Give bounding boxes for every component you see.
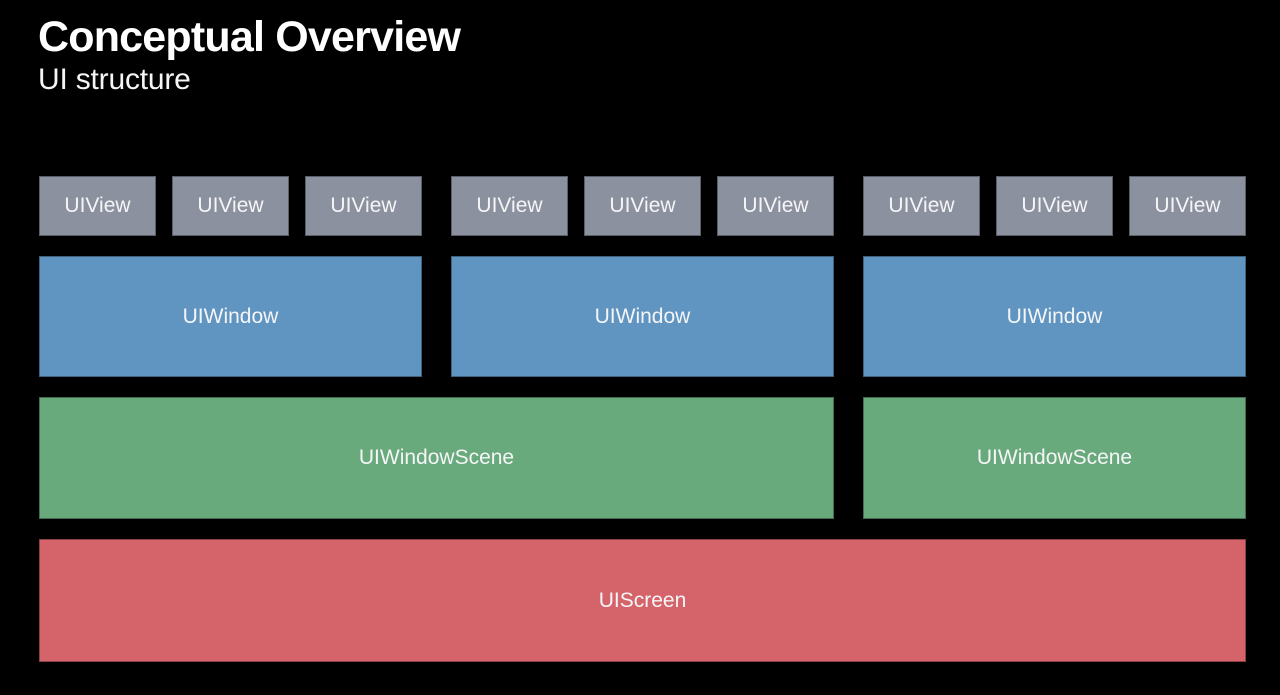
uiview-group-1: UIView UIView UIView [39,176,422,236]
uiview-box: UIView [996,176,1113,236]
uiview-box: UIView [305,176,422,236]
uiview-box: UIView [863,176,980,236]
uiwindow-box-2: UIWindow [451,256,834,377]
uiwindow-box-1: UIWindow [39,256,422,377]
uiview-box: UIView [39,176,156,236]
uiview-group-3: UIView UIView UIView [863,176,1246,236]
page-title: Conceptual Overview [38,13,461,61]
uiview-box: UIView [1129,176,1246,236]
uiview-box: UIView [717,176,834,236]
uiview-box: UIView [172,176,289,236]
page-subtitle: UI structure [38,63,191,96]
uiview-box: UIView [451,176,568,236]
uiwindowscene-box-1: UIWindowScene [39,397,834,519]
uiscreen-box: UIScreen [39,539,1246,662]
uiview-box: UIView [584,176,701,236]
ui-structure-diagram: UIView UIView UIView UIView UIView UIVie… [39,176,1246,662]
uiwindow-box-3: UIWindow [863,256,1246,377]
uiwindowscene-box-2: UIWindowScene [863,397,1246,519]
uiview-group-2: UIView UIView UIView [451,176,834,236]
header: Conceptual Overview UI structure [38,12,461,98]
